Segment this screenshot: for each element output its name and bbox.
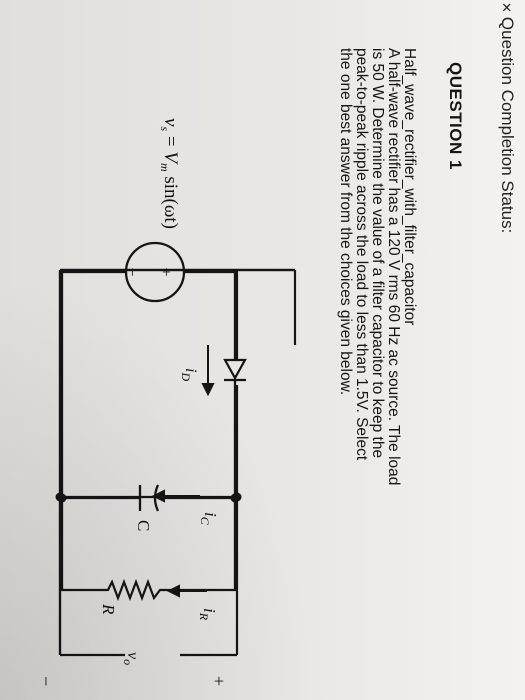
ac-source: + − [123,241,186,303]
junction-dot-bottom [57,493,67,503]
load-current-label: iR [197,608,219,621]
source-minus: − [123,267,140,276]
schematic-wires [60,270,237,592]
load-current-arrow [166,584,207,598]
output-minus: − [36,676,56,686]
cap-current-arrow [151,489,200,503]
junction-dot-top [230,493,240,503]
resistor-icon [107,578,165,602]
capacitor-label: C [134,520,153,531]
source-plus: + [157,267,174,276]
resistor-label: R [99,603,118,615]
output-plus: + [209,676,229,686]
cap-current-label: iC [198,512,220,526]
source-equation: vs = Vm sin(ωt) [158,118,181,229]
output-voltage-label: vo [121,652,141,665]
diode-icon [223,358,247,382]
capacitor-icon [138,484,160,512]
diode-current-arrow [201,345,215,397]
diode-current-label: iD [179,368,199,381]
